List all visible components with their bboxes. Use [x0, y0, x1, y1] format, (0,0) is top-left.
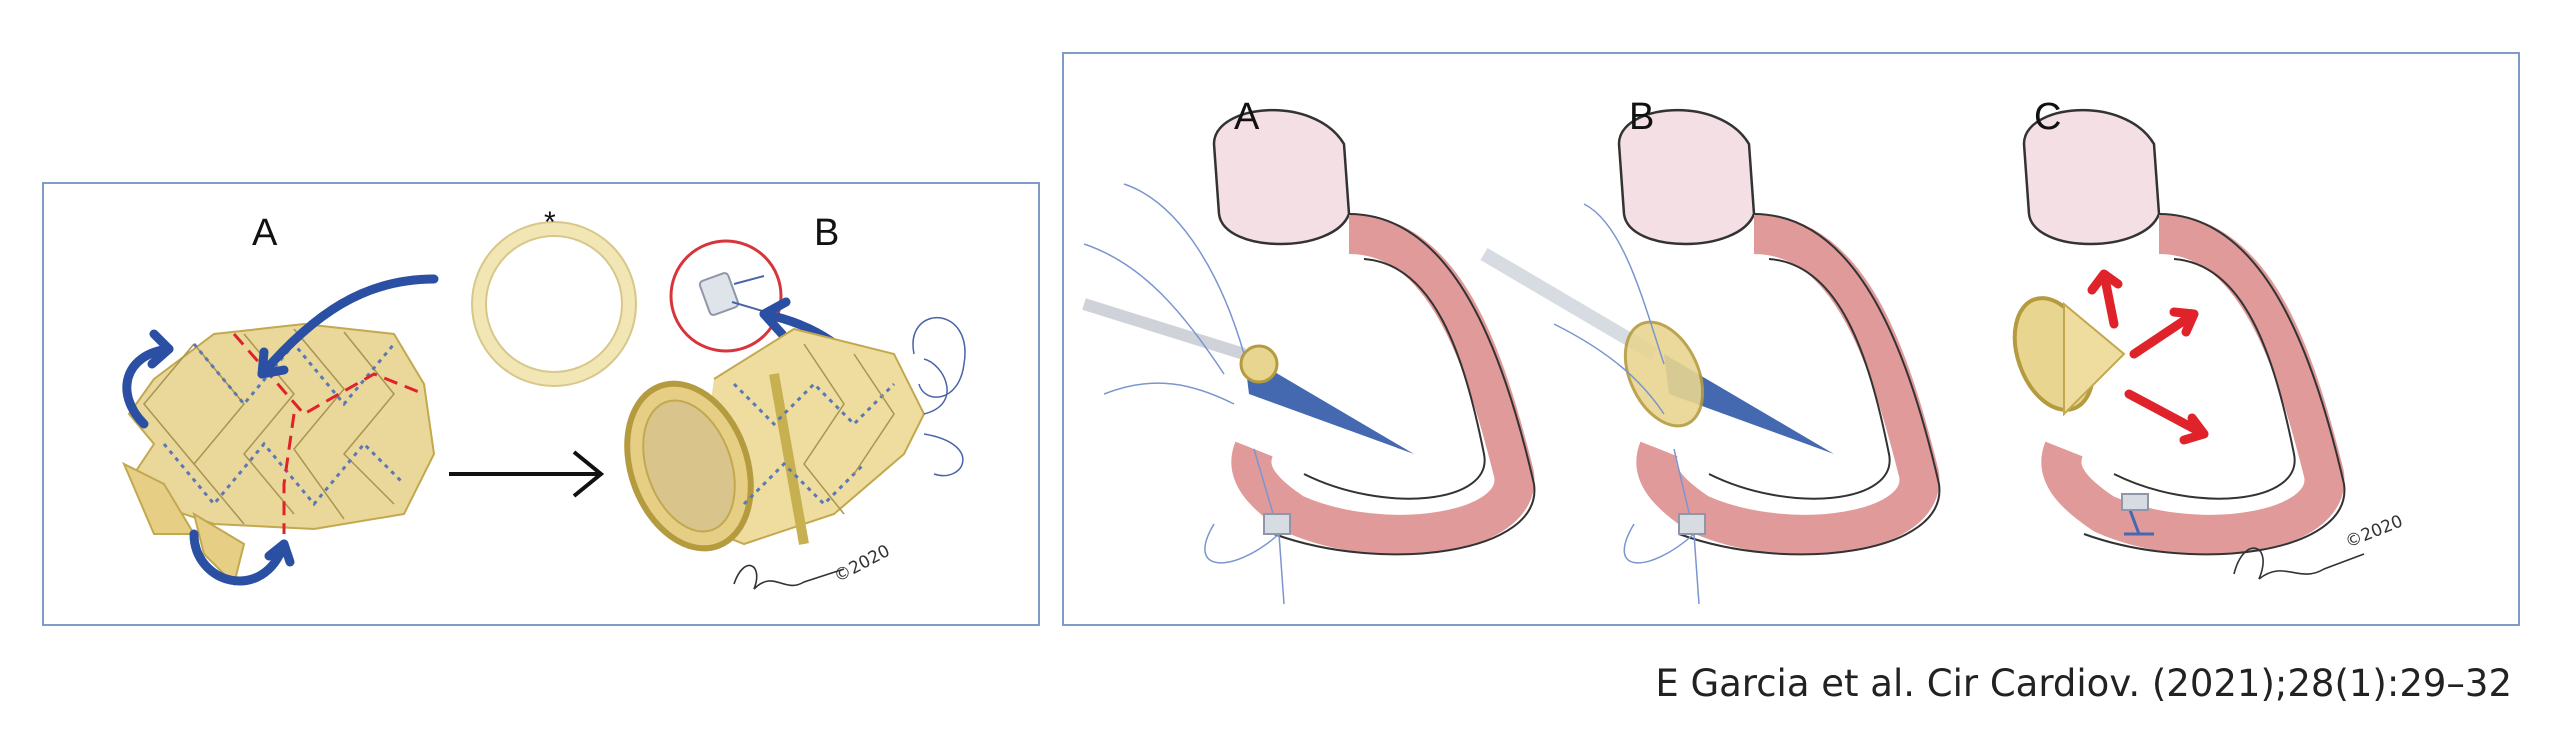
stent-valve-b	[624, 317, 966, 552]
rotation-arrows-a	[122, 274, 439, 586]
implantation-steps-illustration	[1082, 108, 2365, 605]
valve-preparation-panel: A B * ©2020	[42, 182, 1040, 626]
heart-step-a	[1082, 108, 1536, 605]
citation: E Garcia et al. Cir Cardiov. (2021);28(1…	[1655, 662, 2512, 705]
step-label-c: C	[2034, 96, 2062, 138]
sealing-ring	[472, 222, 636, 386]
heart-step-c	[2012, 108, 2365, 580]
implantation-steps-panel: A B C ©2020	[1062, 52, 2520, 626]
artist-signature	[733, 564, 845, 590]
artist-signature	[2233, 547, 2365, 580]
step-label-a: A	[1234, 96, 1260, 138]
label-a: A	[252, 212, 278, 254]
transition-arrow	[449, 450, 605, 498]
valve-preparation-illustration	[122, 221, 966, 590]
ring-asterisk: *	[544, 206, 556, 239]
step-label-b: B	[1629, 96, 1655, 138]
heart-step-b	[1480, 108, 1941, 605]
suture-detail-inset	[669, 239, 783, 353]
label-b: B	[814, 212, 840, 254]
expansion-arrows	[2087, 269, 2209, 445]
